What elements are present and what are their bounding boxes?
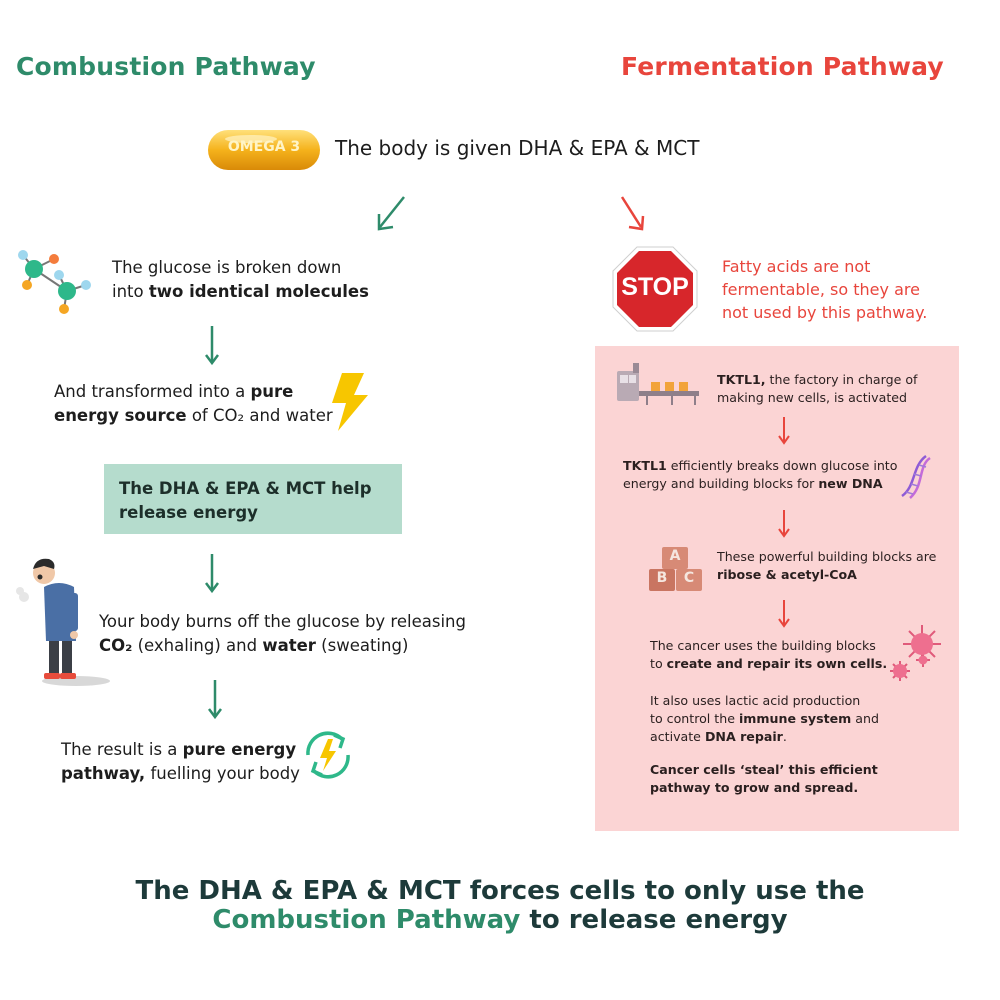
arrow-down-right-red [618, 194, 648, 234]
block-letter-c: C [683, 570, 695, 586]
fatty-acids-text: Fatty acids are not fermentable, so they… [722, 257, 928, 322]
factory-icon [617, 363, 701, 411]
arrow-down-red-3 [777, 598, 791, 628]
given-text: The body is given DHA & EPA & MCT [335, 136, 700, 160]
arrow-down-red-2 [777, 508, 791, 538]
arrow-down-green-1 [204, 324, 220, 366]
stop-label: STOP [621, 273, 689, 301]
help-box-text: The DHA & EPA & MCT help release energy [119, 479, 372, 522]
combustion-heading: Combustion Pathway [16, 52, 316, 81]
stop-sign-icon: STOP [611, 245, 699, 337]
cancer-uses-text: The cancer uses the building blocks to c… [650, 638, 888, 671]
molecule-icon [14, 245, 94, 321]
omega3-pill-icon: OMEGA 3 [206, 128, 322, 172]
lightning-icon [328, 371, 370, 437]
lactic-acid-text: It also uses lactic acid production to c… [650, 693, 879, 744]
help-box: The DHA & EPA & MCT help release energy [104, 464, 402, 534]
pill-label: OMEGA 3 [227, 139, 301, 155]
dna-icon [896, 452, 932, 504]
renewable-energy-icon [298, 725, 358, 789]
block-letter-a: A [669, 548, 681, 564]
arrow-down-left-green [372, 194, 408, 234]
block-letter-b: B [656, 570, 668, 586]
sweating-man-icon [14, 553, 114, 692]
cancer-steal-text: Cancer cells ‘steal’ this efficient path… [650, 762, 878, 795]
footer-line-1: The DHA & EPA & MCT forces cells to only… [135, 876, 865, 906]
footer-line-2-rest: to release energy [520, 905, 788, 935]
tktl1-factory-text: TKTL1, the factory in charge of making n… [717, 372, 918, 405]
virus-icon [888, 623, 944, 689]
step4-text: The result is a pure energy pathway, fue… [61, 740, 300, 783]
abc-blocks-icon: A B C [648, 545, 704, 591]
fermentation-heading: Fermentation Pathway [621, 52, 944, 81]
arrow-down-green-2 [204, 552, 220, 594]
arrow-down-green-3 [207, 678, 223, 720]
step2-text: And transformed into a pure energy sourc… [54, 382, 333, 425]
building-blocks-text: These powerful building blocks are ribos… [717, 549, 937, 582]
footer-message: The DHA & EPA & MCT forces cells to only… [0, 877, 1000, 935]
arrow-down-red-1 [777, 415, 791, 445]
tktl1-breakdown-text: TKTL1 efficiently breaks down glucose in… [623, 458, 898, 491]
step1-text: The glucose is broken down into two iden… [112, 258, 369, 301]
footer-combustion-pathway: Combustion Pathway [212, 905, 521, 935]
step3-text: Your body burns off the glucose by relea… [99, 612, 466, 655]
